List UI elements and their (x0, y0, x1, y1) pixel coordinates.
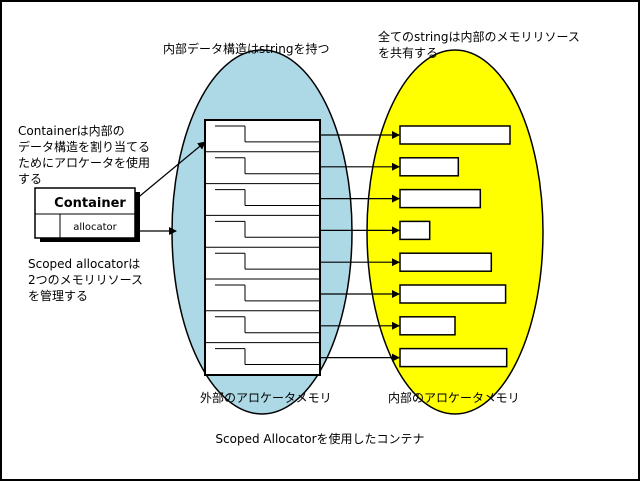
string-boxes (399, 125, 511, 368)
string-box (399, 188, 482, 209)
string-box (399, 347, 508, 368)
container-to-structure-arrow (134, 141, 206, 201)
string-box (399, 252, 493, 272)
string-pointer-arrows (320, 131, 400, 362)
string-box (399, 125, 511, 145)
caption: Scoped Allocatorを使用したコンテナ (215, 431, 424, 446)
string-box (399, 157, 460, 177)
label-inner-memory: 内部のアロケータメモリ (388, 390, 520, 405)
label-shared-resource-1: 全てのstringは内部のメモリリソース (378, 29, 580, 44)
label-shared-resource-2: を共有する (378, 46, 438, 60)
allocator-label: allocator (73, 222, 117, 233)
label-container-desc-2: データ構造を割り当てる (18, 139, 150, 154)
label-container-desc-3: ためにアロケータを使用 (18, 155, 150, 170)
string-box (399, 220, 431, 241)
string-box (399, 316, 456, 336)
label-outer-memory: 外部のアロケータメモリ (200, 390, 332, 405)
label-scoped-desc-2: 2つのメモリリソース (28, 273, 143, 287)
container-title: Container (54, 196, 126, 211)
label-container-desc-1: Containerは内部の (18, 123, 125, 138)
label-internal-structure: 内部データ構造はstringを持つ (163, 41, 329, 56)
internal-data-structure (204, 119, 321, 376)
label-container-desc-4: する (18, 172, 42, 186)
container-box (34, 187, 136, 239)
label-scoped-desc-1: Scoped allocatorは (28, 257, 140, 271)
string-box (399, 284, 507, 304)
label-scoped-desc-3: を管理する (28, 288, 88, 303)
